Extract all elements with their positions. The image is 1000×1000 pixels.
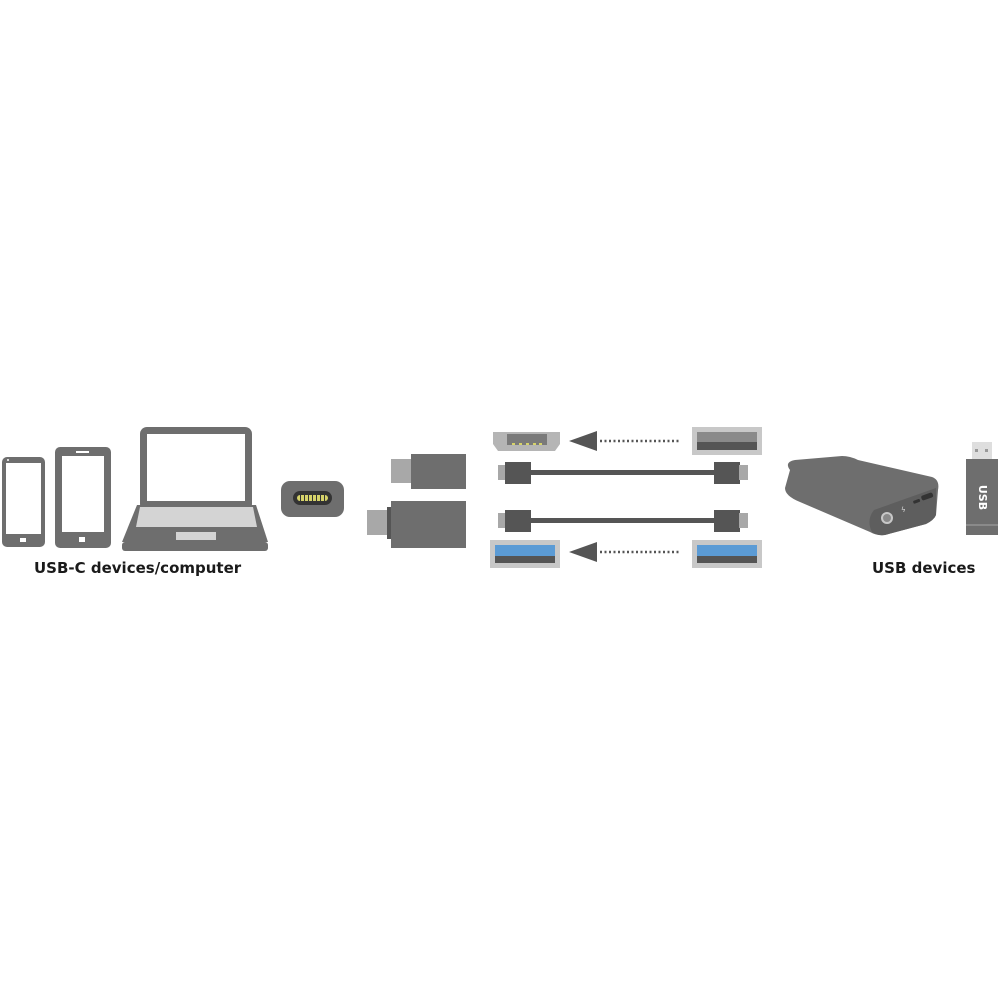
usb-c-to-a-adapter-large-icon (367, 501, 466, 548)
usb-a-port-icon (692, 427, 762, 455)
usb3-port-icon (692, 540, 762, 568)
target-devices-label: USB devices (872, 559, 976, 577)
source-devices-label: USB-C devices/computer (34, 559, 242, 577)
small-phone-icon (2, 457, 45, 547)
svg-text:ϟ: ϟ (901, 506, 906, 514)
usb-stick-label: USB (976, 484, 990, 510)
micro-usb-port-icon (493, 432, 560, 451)
usb-stick-icon (966, 442, 998, 535)
arrow-left-icon (569, 431, 680, 451)
power-bank-icon: ϟ (785, 456, 939, 536)
arrow-left-icon (569, 542, 680, 562)
usb-c-cable-icon (498, 510, 748, 532)
usb3-port-icon (490, 540, 560, 568)
usb-c-to-a-adapter-small-icon (391, 454, 466, 489)
usb-c-port-icon (281, 481, 344, 517)
laptop-icon (122, 427, 268, 551)
usb-c-cable-icon (498, 462, 748, 484)
large-phone-icon (55, 447, 111, 548)
